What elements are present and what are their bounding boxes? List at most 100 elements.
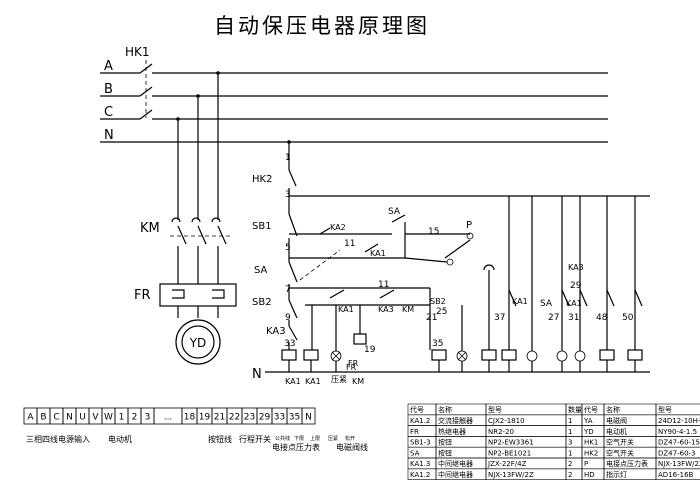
node-number: 50 (622, 313, 634, 323)
terminal-label: U (79, 413, 86, 423)
node-number: 11 (378, 280, 389, 290)
node-number: 5 (285, 243, 291, 253)
caption-pressure-gauge: 电接点压力表 (272, 442, 320, 452)
bom-cell-text: 24D12-10H-T (658, 417, 700, 425)
bom-cell-text: JZX-22F/4Z (487, 460, 527, 468)
terminal-label: 1 (119, 413, 125, 423)
node-number: 31 (568, 313, 579, 323)
fr-label: FR (134, 288, 151, 303)
diagram-title: 自动保压电器原理图 (214, 14, 430, 38)
ka3-label: KA3 (266, 326, 286, 337)
sb2-right-label: SB2 (430, 297, 446, 306)
terminal-label: C (53, 413, 59, 423)
sb1-label: SB1 (252, 221, 272, 232)
ka1-label: KA1 (370, 249, 386, 258)
terminal-label: 19 (199, 413, 211, 423)
small-caption: 松开 (345, 435, 355, 442)
bom-cell-text: SA (410, 449, 420, 457)
bom-cell-text: 空气开关 (606, 448, 634, 457)
node-number: 29 (570, 281, 582, 291)
terminal-label: 22 (229, 413, 240, 423)
bom-cell-text: 3 (568, 439, 572, 447)
bom-cell-text: 1 (568, 417, 572, 425)
terminal-small-captions: 公共线 下限 上限 压紧 松开 (275, 435, 355, 442)
terminal-label: N (66, 413, 73, 423)
bom-cell-text: NY90-4-1.5 (658, 428, 697, 436)
bom-cell-text: 1 (568, 428, 572, 436)
bom-cell-text: HD (584, 471, 595, 479)
bom-cell-text: SB1-3 (410, 439, 431, 447)
node-number: 35 (432, 339, 443, 349)
bom-cell-text: NR2-20 (488, 428, 514, 436)
terminal-label: 29 (259, 413, 271, 423)
caption-button-wire: 按钮线 (208, 434, 232, 444)
n-bottom-label: N (252, 367, 262, 382)
bom-header-text: 名称 (438, 405, 452, 414)
bom-header-text: 代号 (410, 405, 424, 414)
terminal-label: 21 (214, 413, 225, 423)
terminal-cell (301, 407, 316, 425)
bus-a-label: A (104, 59, 113, 74)
coil-label: 压紧 (331, 375, 347, 384)
terminal-label: 2 (132, 413, 138, 423)
sa-top-label: SA (388, 207, 401, 217)
coil-label: KM (352, 377, 364, 386)
km-mid-label: KM (402, 305, 414, 314)
bom-cell-text: 2 (568, 460, 572, 468)
ka3-mid-label: KA3 (378, 305, 394, 314)
ka2-label: KA2 (330, 223, 346, 232)
bom-cell-text: 电动机 (606, 427, 627, 436)
ka3-right-label: KA3 (568, 263, 584, 272)
bom-cell-text: AD16-16B (658, 471, 694, 479)
bom-header-text: 代号 (584, 405, 598, 414)
sb2-label: SB2 (252, 297, 272, 308)
terminal-label: 18 (184, 413, 196, 423)
terminal-label: 23 (244, 413, 255, 423)
hk2-label: HK2 (252, 174, 272, 185)
bom-table: 代号名称型号数量代号名称型号数量KA1.2交流接触器CJX2-18101YA电磁… (407, 403, 700, 480)
node-number: 11 (344, 239, 355, 249)
node-number: 7 (285, 285, 291, 295)
terminal-label: 35 (289, 413, 300, 423)
node-number: 37 (494, 313, 505, 323)
bom-cell-text: P (584, 460, 588, 468)
small-caption: 压紧 (328, 435, 338, 442)
small-caption: 上限 (310, 435, 320, 442)
bom-cell-text: FR (410, 428, 419, 436)
caption-solenoid-wire: 电磁阀线 (336, 442, 368, 452)
motor-label: YD (189, 336, 207, 350)
bom-cell-text: 1 (568, 449, 572, 457)
small-caption: 公共线 (275, 435, 290, 442)
coil-labels: KA1 KA1 压紧 FR KM (285, 363, 364, 386)
km-label: KM (140, 221, 160, 236)
small-caption: 下限 (294, 435, 304, 442)
bom-cell-text: NP2-EW3361 (488, 439, 534, 447)
node-number: 15 (428, 227, 439, 237)
bom-cell-text: 中间继电器 (438, 470, 473, 479)
node-number: 1 (285, 153, 291, 163)
terminal-label: N (305, 413, 312, 423)
coil-label: KA1 (285, 377, 301, 386)
coil-label: FR (346, 363, 357, 372)
bus-lines (100, 60, 608, 143)
bom-cell-text: NJX-13FW/2Z (658, 460, 700, 468)
bus-c-label: C (104, 105, 113, 120)
bom-cell-text: CJX2-1810 (488, 417, 525, 425)
node-number: 27 (548, 313, 559, 323)
terminal-label: A (27, 413, 34, 423)
bom-cell (655, 468, 700, 480)
node-number: 9 (285, 313, 291, 323)
bom-cell-text: NJX-13FW/2Z (488, 471, 534, 479)
caption-power-input: 三相四线电源输入 (26, 434, 90, 444)
bom-cell-text: 指示灯 (606, 470, 627, 479)
bom-cell-text: 中间继电器 (438, 459, 473, 468)
caption-limit-switch: 行程开关 (239, 434, 271, 444)
node-numbers: 1 3 5 7 9 11 11 15 19 21 25 29 31 33 35 … (284, 153, 634, 355)
sa-right-label: SA (540, 299, 553, 309)
motor-branch (159, 71, 237, 365)
bom-cell-text: 交流接触器 (438, 416, 473, 425)
node-number: 21 (426, 313, 437, 323)
bom-cell-text: DZ47-60-15 (658, 439, 700, 447)
